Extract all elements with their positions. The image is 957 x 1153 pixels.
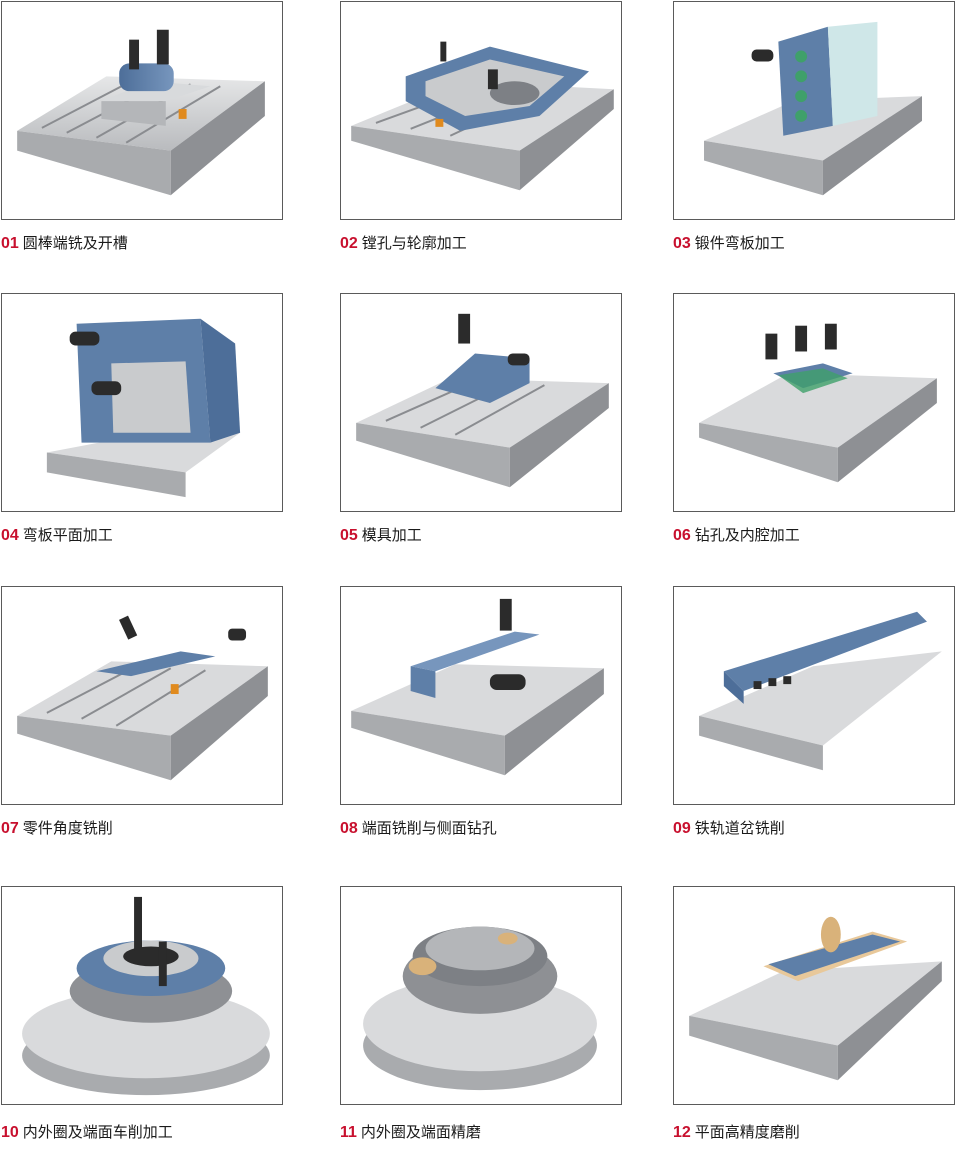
item-number: 06 [673,527,691,544]
item-label: 弯板平面加工 [22,526,113,544]
fixture-image [1,886,283,1105]
item-number: 01 [1,235,19,252]
item-label: 钻孔及内腔加工 [694,526,800,544]
item-label: 平面高精度磨削 [694,1123,800,1141]
item-label: 零件角度铣削 [22,819,113,837]
item-number: 05 [340,527,358,544]
item-label: 端面铣削与侧面钻孔 [361,819,497,837]
item-number: 07 [1,820,19,837]
item-number: 12 [673,1124,691,1141]
item-label: 锻件弯板加工 [694,234,785,252]
item-number: 09 [673,820,691,837]
fixture-image [1,1,283,220]
item-number: 03 [673,235,691,252]
item-label: 内外圈及端面车削加工 [22,1123,173,1141]
fixture-image [673,1,955,220]
fixture-image [673,586,955,805]
fixture-image [340,293,622,512]
item-label: 模具加工 [361,526,422,544]
item-label: 铁轨道岔铣削 [694,819,785,837]
item-label: 内外圈及端面精磨 [360,1123,481,1141]
fixture-image [673,886,955,1105]
fixture-image [340,886,622,1105]
fixture-image [1,586,283,805]
item-number: 10 [1,1124,19,1141]
item-number: 04 [1,527,19,544]
fixture-image [340,586,622,805]
fixture-image [673,293,955,512]
item-label: 圆棒端铣及开槽 [22,234,128,252]
item-number: 08 [340,820,358,837]
item-number: 11 [340,1124,357,1141]
fixture-image [340,1,622,220]
fixture-image [1,293,283,512]
item-label: 镗孔与轮廓加工 [361,234,467,252]
item-number: 02 [340,235,358,252]
